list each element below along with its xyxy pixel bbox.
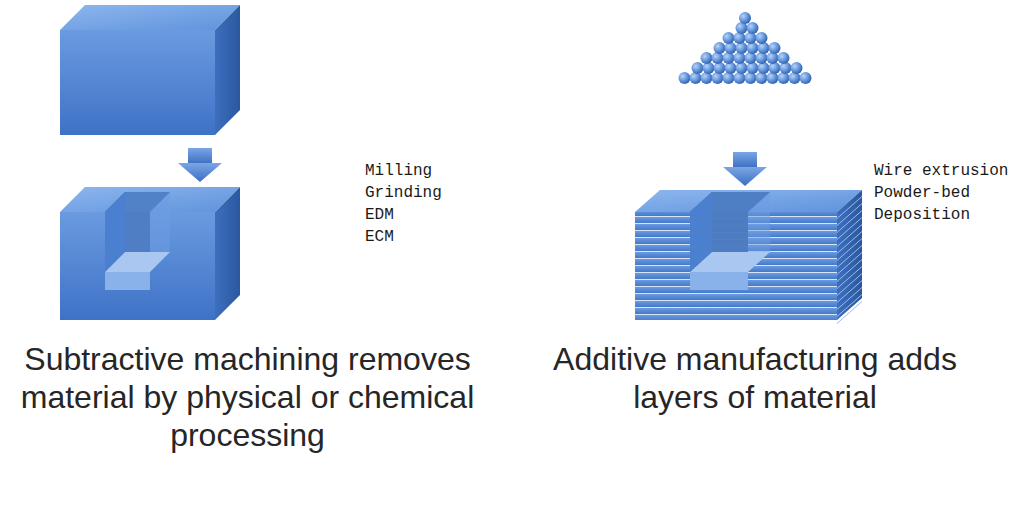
powder-grain <box>780 62 792 74</box>
powder-grain <box>778 72 790 84</box>
process-name: Powder-bed <box>874 182 970 204</box>
powder-grain <box>745 52 757 64</box>
powder-grain <box>767 72 779 84</box>
powder-grain <box>712 72 724 84</box>
powder-grain <box>739 12 751 24</box>
powder-grain <box>723 32 735 44</box>
layer-line <box>837 274 862 296</box>
caption-text: Subtractive machining removes material b… <box>0 340 495 454</box>
powder-grain <box>723 72 735 84</box>
layer-line <box>837 302 862 324</box>
powder-grain <box>789 72 801 84</box>
process-name: Grinding <box>365 182 442 204</box>
powder-grain <box>734 52 746 64</box>
layer-line <box>837 253 862 275</box>
powder-grain <box>734 32 746 44</box>
powder-grain <box>736 62 748 74</box>
layer-line <box>837 218 862 240</box>
layer-line <box>837 232 862 254</box>
powder-grain <box>800 72 812 84</box>
powder-grain <box>756 52 768 64</box>
powder-grain <box>747 22 759 34</box>
powder-grain <box>712 52 724 64</box>
powder-grain <box>723 52 735 64</box>
powder-grain <box>745 32 757 44</box>
layer-line <box>690 225 748 226</box>
powder-grain <box>767 52 779 64</box>
powder-grain <box>778 52 790 64</box>
down-arrow <box>723 152 767 186</box>
powder-grain <box>747 42 759 54</box>
powder-grain <box>758 42 770 54</box>
powder-grain <box>736 42 748 54</box>
down-arrow <box>178 148 222 182</box>
powder-grain <box>769 42 781 54</box>
layer-line <box>837 246 862 268</box>
powder-grain <box>714 62 726 74</box>
layer-line <box>690 246 748 247</box>
powder-grain <box>747 62 759 74</box>
process-name: Milling <box>365 160 432 182</box>
layer-line <box>837 225 862 247</box>
layered-part <box>635 190 862 324</box>
caption-text: Additive manufacturing adds layers of ma… <box>520 340 990 416</box>
powder-grain <box>756 32 768 44</box>
powder-grain <box>679 72 691 84</box>
powder-grain <box>701 72 713 84</box>
powder-grain <box>714 42 726 54</box>
layer-line <box>837 288 862 310</box>
process-name: EDM <box>365 204 394 226</box>
layer-line <box>837 267 862 289</box>
layer-line <box>837 239 862 261</box>
layer-line <box>837 295 862 317</box>
stock-block <box>60 5 240 135</box>
process-name: Wire extrusion <box>874 160 1008 182</box>
powder-grain <box>725 62 737 74</box>
layer-line <box>837 260 862 282</box>
powder-grain <box>703 62 715 74</box>
powder-grain <box>692 62 704 74</box>
powder-pile <box>679 12 812 84</box>
powder-grain <box>734 72 746 84</box>
layer-line <box>690 239 748 240</box>
powder-grain <box>758 62 770 74</box>
layer-line <box>837 211 862 233</box>
powder-grain <box>745 72 757 84</box>
powder-grain <box>690 72 702 84</box>
powder-grain <box>791 62 803 74</box>
powder-grain <box>725 42 737 54</box>
process-name: Deposition <box>874 204 970 226</box>
powder-grain <box>769 62 781 74</box>
machined-block <box>60 187 240 320</box>
powder-grain <box>701 52 713 64</box>
powder-grain <box>756 72 768 84</box>
process-name: ECM <box>365 226 394 248</box>
layer-line <box>837 204 862 226</box>
layer-line <box>690 218 748 219</box>
layer-line <box>837 197 862 219</box>
layer-line <box>690 232 748 233</box>
layer-line <box>837 281 862 303</box>
